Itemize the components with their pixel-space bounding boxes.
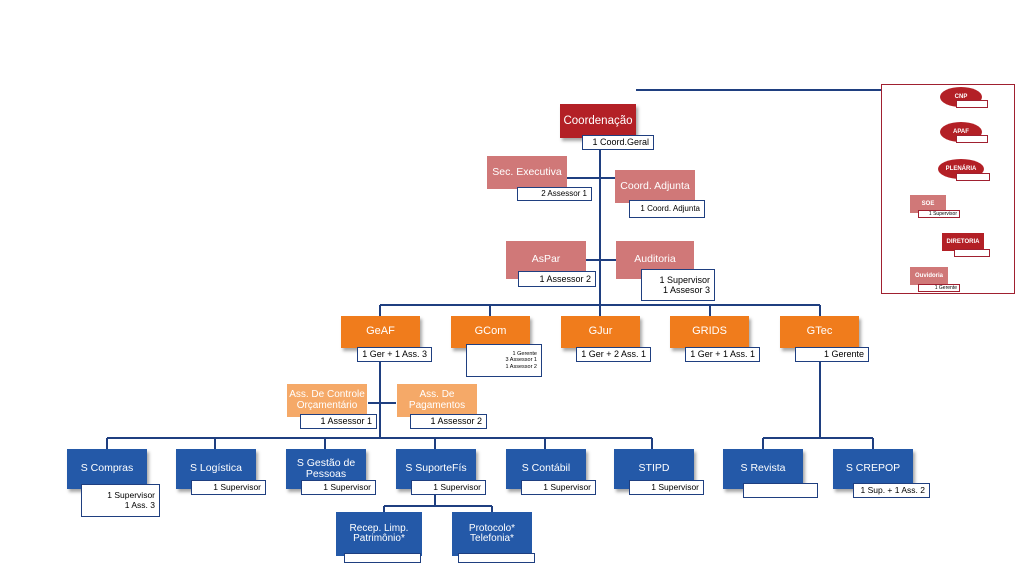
ass-controle-staff-label: 1 Assessor 1 bbox=[300, 414, 377, 429]
coord-adjunta-staff: 1 Coord. Adjunta bbox=[640, 204, 700, 214]
s-compras-staff-2: 1 Ass. 3 bbox=[124, 499, 155, 510]
cnp-staff-label bbox=[956, 100, 988, 108]
coordenacao-box: Coordenação bbox=[560, 104, 636, 138]
gjur-staff: 1 Ger + 2 Ass. 1 bbox=[581, 349, 646, 360]
s-compras-box: S Compras bbox=[67, 449, 147, 489]
grids-staff-label: 1 Ger + 1 Ass. 1 bbox=[685, 347, 760, 362]
gcom-box: GCom bbox=[451, 316, 530, 348]
grids-staff: 1 Ger + 1 Ass. 1 bbox=[690, 349, 755, 360]
aspar-staff-label: 1 Assessor 2 bbox=[518, 271, 596, 287]
soe-staff-label: 1 Supervisor bbox=[918, 210, 960, 218]
ass-controle-staff: 1 Assessor 1 bbox=[320, 416, 372, 427]
gtec-staff-label: 1 Gerente bbox=[795, 347, 869, 362]
s-gestao-pessoas-staff: 1 Supervisor bbox=[323, 481, 371, 492]
geaf-staff: 1 Ger + 1 Ass. 3 bbox=[362, 349, 427, 360]
s-revista-box: S Revista bbox=[723, 449, 803, 489]
gjur-staff-label: 1 Ger + 2 Ass. 1 bbox=[576, 347, 651, 362]
s-logistica-staff-label: 1 Supervisor bbox=[191, 480, 266, 495]
governance-side-panel: CNP APAF PLENÁRIA SOE 1 Supervisor DIRET… bbox=[881, 84, 1015, 294]
geaf-staff-label: 1 Ger + 1 Ass. 3 bbox=[357, 347, 432, 362]
stipd-staff-label: 1 Supervisor bbox=[629, 480, 704, 495]
gcom-staff-3: 1 Assessor 2 bbox=[505, 363, 538, 370]
s-crepop-staff-label: 1 Sup. + 1 Ass. 2 bbox=[853, 483, 930, 498]
s-compras-staff-1: 1 Supervisor bbox=[107, 489, 155, 500]
gjur-box: GJur bbox=[561, 316, 640, 348]
s-logistica-staff: 1 Supervisor bbox=[213, 481, 261, 492]
sec-executiva-box: Sec. Executiva bbox=[487, 156, 567, 189]
apaf-staff-label bbox=[956, 135, 988, 143]
sec-executiva-staff: 2 Assessor 1 bbox=[541, 189, 587, 199]
s-contabil-staff: 1 Supervisor bbox=[543, 481, 591, 492]
diretoria-box: DIRETORIA bbox=[942, 233, 984, 251]
ouvidoria-staff-label: 1 Gerente bbox=[918, 284, 960, 292]
gcom-staff-1: 1 Gerente bbox=[512, 351, 537, 358]
grids-box: GRIDS bbox=[670, 316, 749, 348]
s-crepop-box: S CREPOP bbox=[833, 449, 913, 489]
coord-adjunta-staff-label: 1 Coord. Adjunta bbox=[629, 200, 705, 218]
gtec-staff: 1 Gerente bbox=[823, 349, 864, 360]
s-contabil-staff-label: 1 Supervisor bbox=[521, 480, 596, 495]
gcom-staff-label: 1 Gerente 3 Assessor 1 1 Assessor 2 bbox=[466, 344, 542, 377]
s-suportefis-staff: 1 Supervisor bbox=[433, 481, 481, 492]
ass-pagamentos-staff: 1 Assessor 2 bbox=[430, 416, 482, 427]
ouvidoria-staff: 1 Gerente bbox=[934, 285, 957, 291]
s-suportefis-staff-label: 1 Supervisor bbox=[411, 480, 486, 495]
protocolo-telefonia-staff-label bbox=[458, 553, 535, 563]
s-crepop-staff: 1 Sup. + 1 Ass. 2 bbox=[860, 484, 925, 495]
protocolo-telefonia-box: Protocolo* Telefonia* bbox=[452, 512, 532, 556]
coord-adjunta-box: Coord. Adjunta bbox=[615, 170, 695, 203]
auditoria-staff-2: 1 Assesor 3 bbox=[662, 285, 710, 295]
stipd-staff: 1 Supervisor bbox=[651, 481, 699, 492]
soe-staff: 1 Supervisor bbox=[928, 211, 957, 217]
coordenacao-staff-label: 1 Coord.Geral bbox=[582, 135, 654, 150]
auditoria-staff-1: 1 Supervisor bbox=[659, 274, 710, 285]
s-revista-staff-label bbox=[743, 483, 818, 498]
recep-limp-patrimonio-box: Recep. Limp. Patrimônio* bbox=[336, 512, 422, 556]
soe-box: SOE bbox=[910, 195, 946, 213]
sec-executiva-staff-label: 2 Assessor 1 bbox=[517, 187, 592, 201]
gcom-staff-2: 3 Assessor 1 bbox=[505, 357, 538, 364]
geaf-box: GeAF bbox=[341, 316, 420, 348]
recep-limp-patrimonio-staff-label bbox=[344, 553, 421, 563]
plenaria-staff-label bbox=[956, 173, 990, 181]
gtec-box: GTec bbox=[780, 316, 859, 348]
diretoria-staff-label bbox=[954, 249, 990, 257]
ass-controle-orcamentario-box: Ass. De Controle Orçamentário bbox=[287, 384, 367, 417]
ass-pagamentos-box: Ass. De Pagamentos bbox=[397, 384, 477, 417]
auditoria-staff-label: 1 Supervisor 1 Assesor 3 bbox=[641, 269, 715, 301]
ouvidoria-box: Ouvidoria bbox=[910, 267, 948, 285]
s-gestao-pessoas-staff-label: 1 Supervisor bbox=[301, 480, 376, 495]
ass-pagamentos-staff-label: 1 Assessor 2 bbox=[410, 414, 487, 429]
aspar-staff: 1 Assessor 2 bbox=[539, 273, 591, 284]
s-compras-staff-label: 1 Supervisor 1 Ass. 3 bbox=[81, 484, 160, 517]
coordenacao-staff: 1 Coord.Geral bbox=[592, 137, 649, 148]
